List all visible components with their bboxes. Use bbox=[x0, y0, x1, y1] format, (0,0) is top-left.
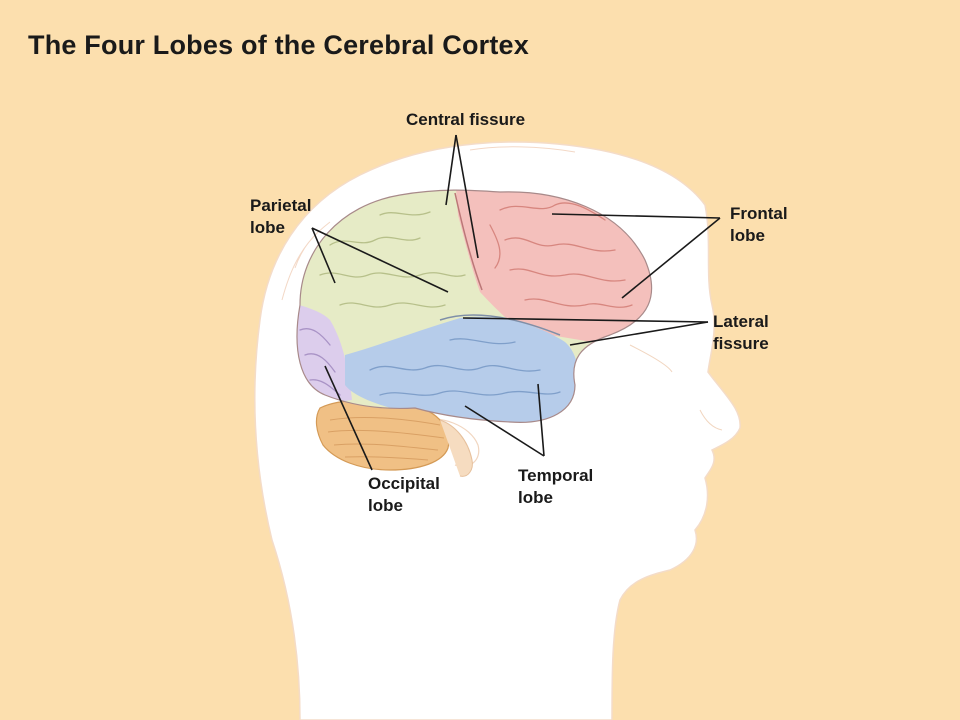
face-contour bbox=[629, 344, 723, 431]
label-frontal-lobe: Frontal lobe bbox=[730, 203, 788, 247]
label-temporal-line-1: Temporal bbox=[518, 466, 594, 485]
cerebellum-folds bbox=[327, 417, 445, 461]
leader-lines bbox=[311, 134, 721, 471]
label-parietal-lobe: Parietal lobe bbox=[250, 195, 311, 239]
brain-outline bbox=[296, 189, 653, 423]
label-central-fissure: Central fissure bbox=[406, 109, 525, 131]
label-frontal-line-2: lobe bbox=[730, 226, 765, 245]
gyri-texture bbox=[299, 202, 633, 396]
temporal-lobe bbox=[345, 316, 578, 423]
label-temporal-line-2: lobe bbox=[518, 488, 553, 507]
label-occipital-line-1: Occipital bbox=[368, 474, 440, 493]
label-lateral-line-1: Lateral bbox=[713, 312, 769, 331]
label-lateral-fissure: Lateral fissure bbox=[713, 311, 769, 355]
label-lateral-line-2: fissure bbox=[713, 334, 769, 353]
label-frontal-line-1: Frontal bbox=[730, 204, 788, 223]
page-title: The Four Lobes of the Cerebral Cortex bbox=[28, 30, 529, 60]
label-occipital-line-2: lobe bbox=[368, 496, 403, 515]
label-central-fissure-text: Central fissure bbox=[406, 110, 526, 129]
label-parietal-line-2: lobe bbox=[250, 218, 285, 237]
brainstem bbox=[439, 419, 473, 477]
central-fissure-line bbox=[454, 192, 483, 291]
label-occipital-lobe: Occipital lobe bbox=[368, 473, 440, 517]
lateral-fissure-line bbox=[439, 314, 561, 336]
head-hair-lines bbox=[281, 146, 576, 301]
label-temporal-lobe: Temporal lobe bbox=[518, 465, 593, 509]
label-parietal-line-1: Parietal bbox=[250, 196, 312, 215]
